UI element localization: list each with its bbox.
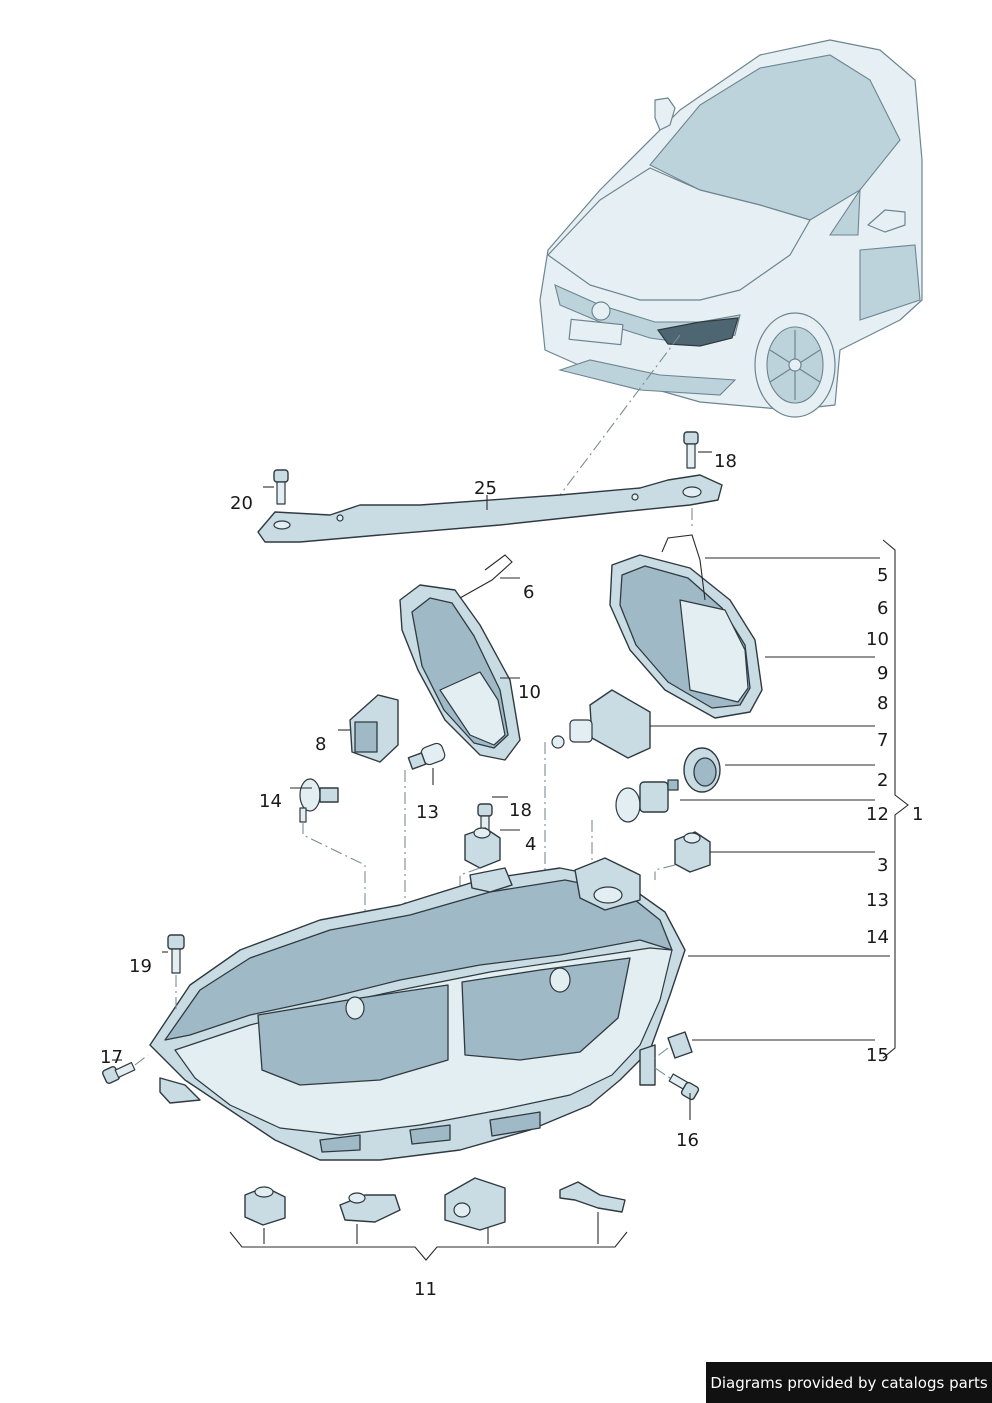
bulb-14-left (299, 778, 339, 823)
bulb-13 (407, 742, 446, 770)
repair-set-11-parts (244, 1177, 626, 1231)
label-3: 3 (877, 855, 888, 876)
wire-clip-6-left (459, 554, 513, 599)
label-6-right: 6 (877, 598, 888, 619)
label-18-middle: 18 (509, 800, 532, 821)
adjuster-3 (674, 831, 711, 873)
retaining-ring-2 (683, 747, 721, 793)
brace-11 (229, 1231, 628, 1261)
label-20: 20 (230, 493, 253, 514)
label-10-left: 10 (518, 682, 541, 703)
mounting-bracket (257, 474, 723, 543)
label-13-left: 13 (416, 802, 439, 823)
leader-lines (112, 451, 890, 1120)
label-4: 4 (525, 834, 536, 855)
label-15: 15 (866, 1045, 889, 1066)
car-illustration (539, 39, 923, 418)
label-14-right: 14 (866, 927, 889, 948)
headlight-housing (149, 857, 686, 1161)
brace-1 (882, 539, 909, 1059)
label-10-right: 10 (866, 629, 889, 650)
label-6-left: 6 (523, 582, 534, 603)
label-2: 2 (877, 770, 888, 791)
screw-18-top (683, 431, 699, 469)
label-8-right: 8 (877, 693, 888, 714)
label-5: 5 (877, 565, 888, 586)
label-18-top: 18 (714, 451, 737, 472)
wire-clip-6-right (661, 534, 706, 601)
screw-17 (101, 1054, 149, 1085)
label-7: 7 (877, 730, 888, 751)
label-16: 16 (676, 1130, 699, 1151)
label-13-right: 13 (866, 890, 889, 911)
label-14-left: 14 (259, 791, 282, 812)
label-25: 25 (474, 478, 497, 499)
label-8-left: 8 (315, 734, 326, 755)
bulb-12 (615, 779, 679, 823)
label-1: 1 (912, 804, 923, 825)
label-11: 11 (414, 1279, 437, 1300)
label-19: 19 (129, 956, 152, 977)
screw-20 (273, 469, 289, 505)
leader-car-to-bracket (559, 334, 681, 496)
clip-15 (654, 1031, 693, 1059)
cover-cap-right (609, 554, 763, 719)
bulb-7-socket (551, 689, 651, 759)
label-9: 9 (877, 663, 888, 684)
screw-19 (167, 934, 185, 1010)
credit-banner: Diagrams provided by catalogs parts (706, 1362, 992, 1403)
adjuster-4 (464, 827, 501, 869)
screw-16 (654, 1067, 700, 1101)
label-12: 12 (866, 804, 889, 825)
label-17: 17 (100, 1047, 123, 1068)
socket-8 (349, 694, 399, 763)
cover-cap-left (399, 584, 521, 761)
part-labels: 20 25 18 6 10 8 14 13 18 4 19 17 16 11 5… (100, 451, 923, 1300)
